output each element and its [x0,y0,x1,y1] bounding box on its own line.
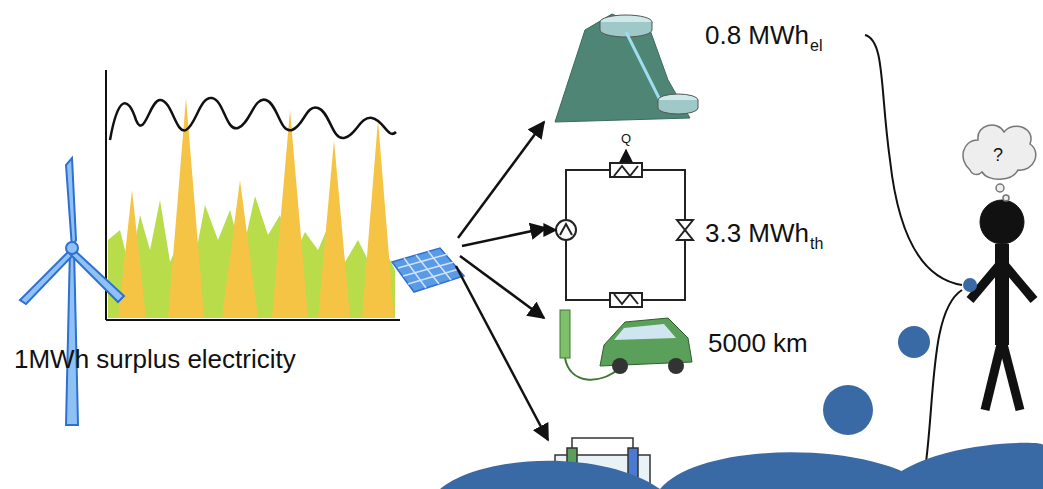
option-value: 0.8 MWh [705,22,809,48]
bracket-lines [865,35,962,470]
surplus-chart [106,70,400,320]
solar-panel [392,248,464,292]
question-mark: ? [993,146,1003,164]
source-label: 1MWh surplus electricity [14,346,296,372]
option-value: 5000 km [708,330,808,356]
option-arrows [456,122,548,440]
decor-shapes [440,278,1043,489]
pumped-hydro [555,14,698,122]
unit-subscript: th [810,236,823,252]
person-figure [970,200,1034,410]
wind-turbine [20,158,124,425]
unit-subscript: el [810,38,822,54]
heat-symbol: Q [621,132,631,145]
electric-car [560,310,692,380]
thought-bubble [963,125,1036,201]
heat-pump-cycle [545,150,693,307]
option-value: 3.3 MWh [705,220,809,246]
